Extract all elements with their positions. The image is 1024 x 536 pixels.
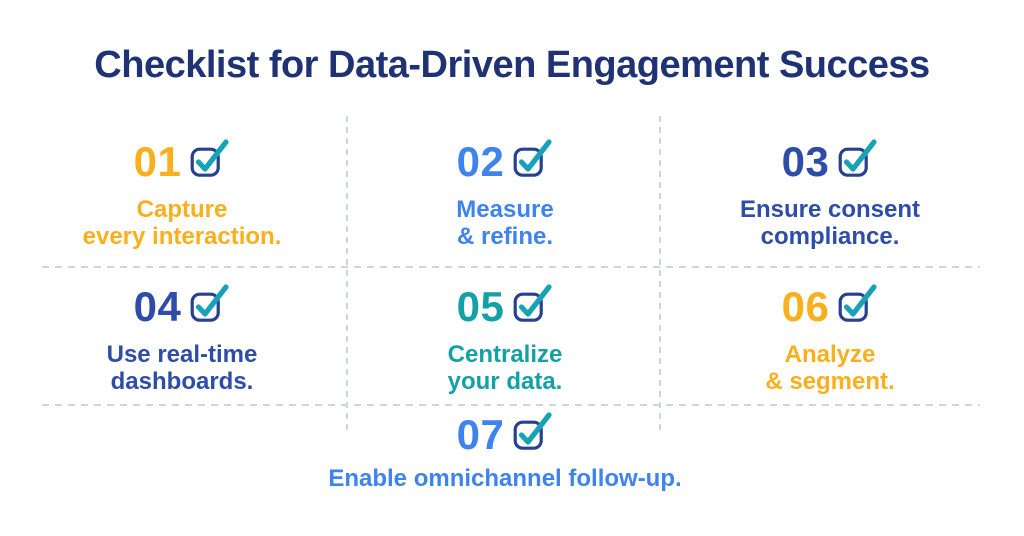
item-number-row: 05 [345,283,665,330]
checkbox-outline [513,147,544,177]
item-number: 06 [781,283,830,330]
item-number-row: 02 [345,138,665,185]
item-label: Ensure consent compliance. [739,196,921,250]
checkmark-icon [519,139,552,172]
checkbox-outline [190,147,221,177]
item-number-row: 04 [22,283,342,330]
item-number: 07 [456,411,505,458]
checkmark-icon [844,139,877,172]
page-title: Checklist for Data-Driven Engagement Suc… [94,44,930,86]
checkbox-outline [513,292,544,322]
item-number: 02 [456,138,505,185]
checklist-item-07: 07 Enable omnichannel follow-up. [285,411,725,492]
divider-horizontal-row1 [42,266,980,268]
checkmark-icon [519,284,552,317]
checklist-item-03: 03 Ensure consent compliance. [670,138,990,250]
checklist-item-01: 01 Capture every interaction. [22,138,342,250]
checkbox-outline [838,147,869,177]
item-number-row: 03 [670,138,990,185]
item-number-row: 06 [670,283,990,330]
checkbox-outline [838,292,869,322]
checked-checkbox-icon [513,139,553,177]
checkmark-icon [844,284,877,317]
item-label: Enable omnichannel follow-up. [328,465,682,492]
checklist-item-02: 02 Measure & refine. [345,138,665,250]
item-number-row: 01 [22,138,342,185]
checkmark-icon [196,139,229,172]
item-number: 05 [456,283,505,330]
checked-checkbox-icon [513,412,553,450]
divider-vertical-col2 [659,116,661,434]
item-label: Use real-time dashboards. [106,341,258,395]
item-label: Capture every interaction. [82,196,282,250]
checkbox-outline [190,292,221,322]
checkbox-outline [513,420,544,450]
checklist-item-06: 06 Analyze & segment. [670,283,990,395]
checked-checkbox-icon [838,284,878,322]
checkmark-icon [196,284,229,317]
checked-checkbox-icon [190,284,230,322]
item-label: Centralize your data. [447,341,563,395]
checked-checkbox-icon [838,139,878,177]
item-number-row: 07 [285,411,725,458]
item-label: Measure & refine. [456,196,554,250]
checked-checkbox-icon [513,284,553,322]
item-label: Analyze & segment. [765,341,895,395]
checklist-item-04: 04 Use real-time dashboards. [22,283,342,395]
item-number: 03 [781,138,830,185]
divider-horizontal-row2 [42,404,980,406]
checkmark-icon [519,412,552,445]
checklist-item-05: 05 Centralize your data. [345,283,665,395]
divider-vertical-col1 [346,116,348,434]
item-number: 01 [133,138,182,185]
item-number: 04 [133,283,182,330]
checked-checkbox-icon [190,139,230,177]
